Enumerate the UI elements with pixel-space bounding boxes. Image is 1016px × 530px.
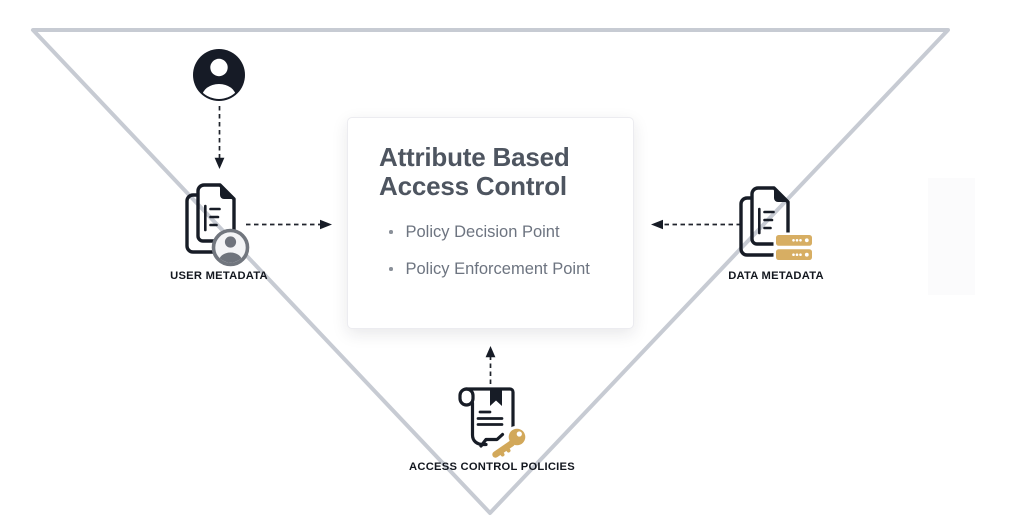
data-documents-icon bbox=[739, 186, 816, 263]
policy-scroll-key-icon bbox=[458, 387, 529, 459]
page-fold bbox=[774, 187, 789, 202]
arrowhead-left bbox=[651, 219, 663, 230]
access-control-policies-label: ACCESS CONTROL POLICIES bbox=[409, 461, 575, 473]
bullet-item: Policy Enforcement Point bbox=[389, 257, 609, 281]
bullet-text: Policy Enforcement Point bbox=[405, 260, 590, 278]
page-fold bbox=[220, 184, 235, 199]
bullet-dot bbox=[389, 267, 393, 271]
abac-card: Attribute Based Access Control Policy De… bbox=[347, 117, 634, 329]
arrowhead-right bbox=[320, 219, 332, 230]
card-title: Attribute Based Access Control bbox=[379, 142, 570, 201]
arrowhead-up bbox=[485, 346, 496, 358]
faint-rectangle-artifact bbox=[928, 178, 975, 295]
data-metadata-label: DATA METADATA bbox=[728, 270, 824, 282]
person-icon bbox=[193, 49, 245, 101]
funnel-triangle-outline bbox=[31, 28, 950, 515]
key-icon bbox=[490, 425, 529, 459]
bullet-dot bbox=[389, 230, 393, 234]
user-documents-icon bbox=[185, 183, 250, 267]
bullet-text: Policy Decision Point bbox=[405, 223, 560, 241]
scroll-body bbox=[464, 387, 515, 431]
card-bullet-list: Policy Decision Point Policy Enforcement… bbox=[379, 220, 609, 281]
bookmark-ribbon bbox=[490, 389, 502, 406]
server-badge bbox=[773, 232, 816, 263]
arrowhead-down bbox=[214, 157, 225, 169]
bullet-item: Policy Decision Point bbox=[389, 220, 609, 244]
user-metadata-label: USER METADATA bbox=[170, 270, 268, 282]
